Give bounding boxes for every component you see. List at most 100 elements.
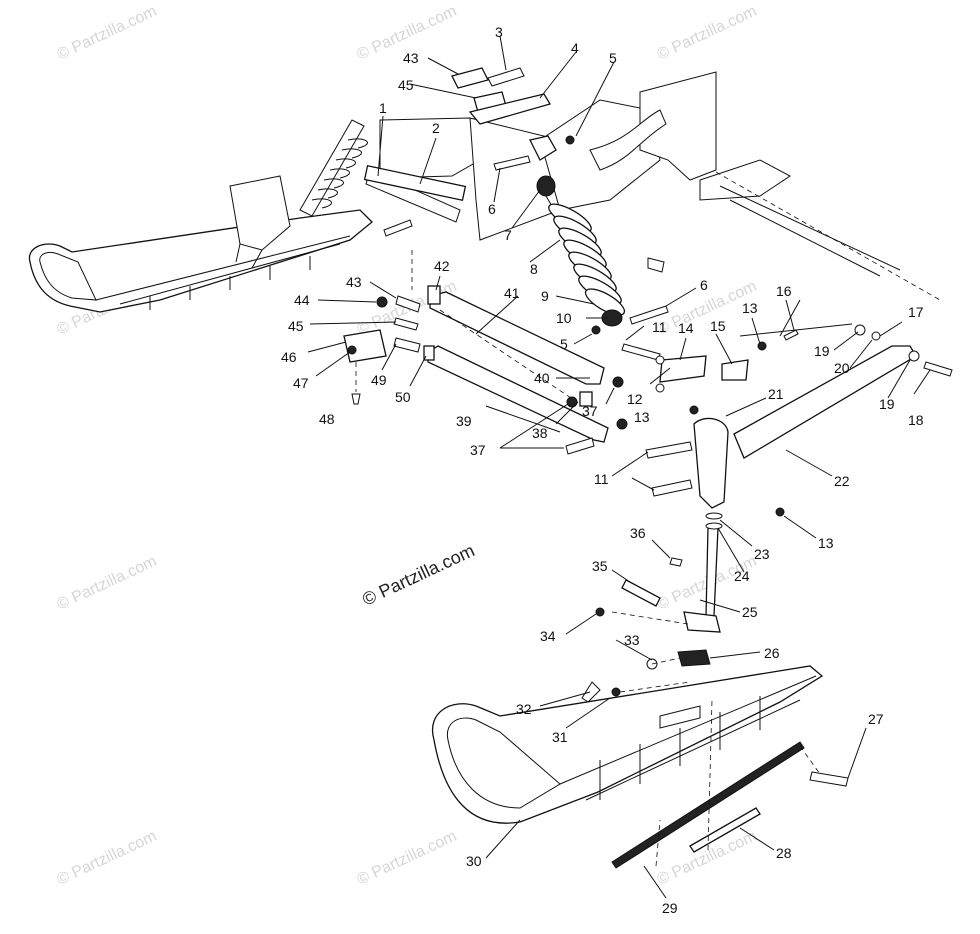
callout-28[interactable]: 28 xyxy=(776,845,792,861)
part-6-sleeve xyxy=(647,257,665,273)
callout-21[interactable]: 21 xyxy=(768,386,784,402)
part-43-sleeve xyxy=(451,67,489,89)
callout-36[interactable]: 36 xyxy=(630,525,646,541)
callout-29[interactable]: 29 xyxy=(662,900,678,916)
callout-6[interactable]: 6 xyxy=(488,201,496,217)
callout-18[interactable]: 18 xyxy=(908,412,924,428)
callout-14[interactable]: 14 xyxy=(678,320,694,336)
part-28-carbide xyxy=(689,807,761,853)
part-13-nut xyxy=(757,341,767,351)
callout-20[interactable]: 20 xyxy=(834,360,850,376)
part-39-lower-arm xyxy=(427,345,609,443)
callout-15[interactable]: 15 xyxy=(710,318,726,334)
part-5-nut xyxy=(565,135,575,145)
callout-46[interactable]: 46 xyxy=(281,349,297,365)
callout-13[interactable]: 13 xyxy=(818,535,834,551)
callout-11[interactable]: 11 xyxy=(594,471,609,487)
callout-45[interactable]: 45 xyxy=(288,318,304,334)
callout-40[interactable]: 40 xyxy=(534,370,550,386)
part-50-bushing xyxy=(423,345,435,361)
part-3-bolt xyxy=(487,67,525,87)
rear-shock-background xyxy=(229,119,368,269)
part-37-nut xyxy=(566,396,578,408)
part-6-bolt xyxy=(493,155,531,171)
callout-13[interactable]: 13 xyxy=(634,409,650,425)
callout-5[interactable]: 5 xyxy=(609,50,617,66)
callout-2[interactable]: 2 xyxy=(432,120,440,136)
callout-32[interactable]: 32 xyxy=(516,701,532,717)
callout-31[interactable]: 31 xyxy=(552,729,568,745)
watermark: © Partzilla.com xyxy=(55,553,160,614)
callout-30[interactable]: 30 xyxy=(466,853,482,869)
callout-7[interactable]: 7 xyxy=(504,227,512,243)
callout-27[interactable]: 27 xyxy=(868,711,884,727)
part-6-bolt-lower xyxy=(629,305,669,325)
part-31-nut xyxy=(611,687,621,697)
callout-1[interactable]: 1 xyxy=(379,100,387,116)
callout-33[interactable]: 33 xyxy=(624,632,640,648)
part-38-bushing xyxy=(579,391,593,407)
callout-41[interactable]: 41 xyxy=(504,285,520,301)
part-18-bolt xyxy=(923,361,953,377)
part-11-bolt xyxy=(651,479,693,497)
watermark: © Partzilla.com xyxy=(55,828,160,889)
callout-37[interactable]: 37 xyxy=(470,442,486,458)
callout-6[interactable]: 6 xyxy=(700,277,708,293)
callout-9[interactable]: 9 xyxy=(541,288,549,304)
part-35-pin xyxy=(621,579,661,607)
part-2-bolt xyxy=(383,219,413,237)
callout-8[interactable]: 8 xyxy=(530,261,538,277)
part-20-bushing xyxy=(871,331,881,341)
callout-42[interactable]: 42 xyxy=(434,258,450,274)
part-27-bolt xyxy=(809,771,849,787)
leader-lines xyxy=(307,35,931,899)
callout-11[interactable]: 11 xyxy=(652,319,667,335)
callout-3[interactable]: 3 xyxy=(495,24,503,40)
callout-17[interactable]: 17 xyxy=(908,304,924,320)
callout-13[interactable]: 13 xyxy=(742,300,758,316)
part-43-sleeve xyxy=(395,295,421,313)
callout-24[interactable]: 24 xyxy=(734,568,750,584)
callout-23[interactable]: 23 xyxy=(754,546,770,562)
callout-45[interactable]: 45 xyxy=(398,77,414,93)
part-26-wear-pad xyxy=(677,649,711,667)
callout-38[interactable]: 38 xyxy=(532,425,548,441)
part-42-bushing xyxy=(427,285,441,305)
callout-19[interactable]: 19 xyxy=(879,396,895,412)
callout-5[interactable]: 5 xyxy=(560,336,568,352)
callout-16[interactable]: 16 xyxy=(776,283,792,299)
part-11-bolt xyxy=(621,343,661,361)
part-45-sleeve xyxy=(393,317,419,331)
callout-35[interactable]: 35 xyxy=(592,558,608,574)
part-37-nut xyxy=(616,418,628,430)
callout-39[interactable]: 39 xyxy=(456,413,472,429)
part-4-arm xyxy=(468,93,551,125)
callout-44[interactable]: 44 xyxy=(294,292,310,308)
callout-37[interactable]: 37 xyxy=(582,403,598,419)
callout-43[interactable]: 43 xyxy=(346,274,362,290)
callout-34[interactable]: 34 xyxy=(540,628,556,644)
rear-ski-outline xyxy=(28,209,373,313)
part-36-clip xyxy=(669,557,683,567)
callout-49[interactable]: 49 xyxy=(371,372,387,388)
part-5-nut xyxy=(591,325,601,335)
callouts: 1 2 3 4 5 5 6 6 7 8 9 10 11 11 12 13 13 … xyxy=(281,24,924,916)
callout-10[interactable]: 10 xyxy=(556,310,572,326)
callout-25[interactable]: 25 xyxy=(742,604,758,620)
callout-48[interactable]: 48 xyxy=(319,411,335,427)
callout-4[interactable]: 4 xyxy=(571,40,579,56)
callout-26[interactable]: 26 xyxy=(764,645,780,661)
part-49-bolt xyxy=(393,337,421,353)
callout-19[interactable]: 19 xyxy=(814,343,830,359)
callout-50[interactable]: 50 xyxy=(395,389,411,405)
callout-43[interactable]: 43 xyxy=(403,50,419,66)
part-11-bolt xyxy=(645,441,693,459)
callout-47[interactable]: 47 xyxy=(293,375,309,391)
part-13-nut xyxy=(689,405,699,415)
watermark: © Partzilla.com xyxy=(55,3,160,64)
callout-22[interactable]: 22 xyxy=(834,473,850,489)
callout-12[interactable]: 12 xyxy=(627,391,643,407)
part-37-nut xyxy=(612,376,624,388)
part-44-nut xyxy=(376,296,388,308)
